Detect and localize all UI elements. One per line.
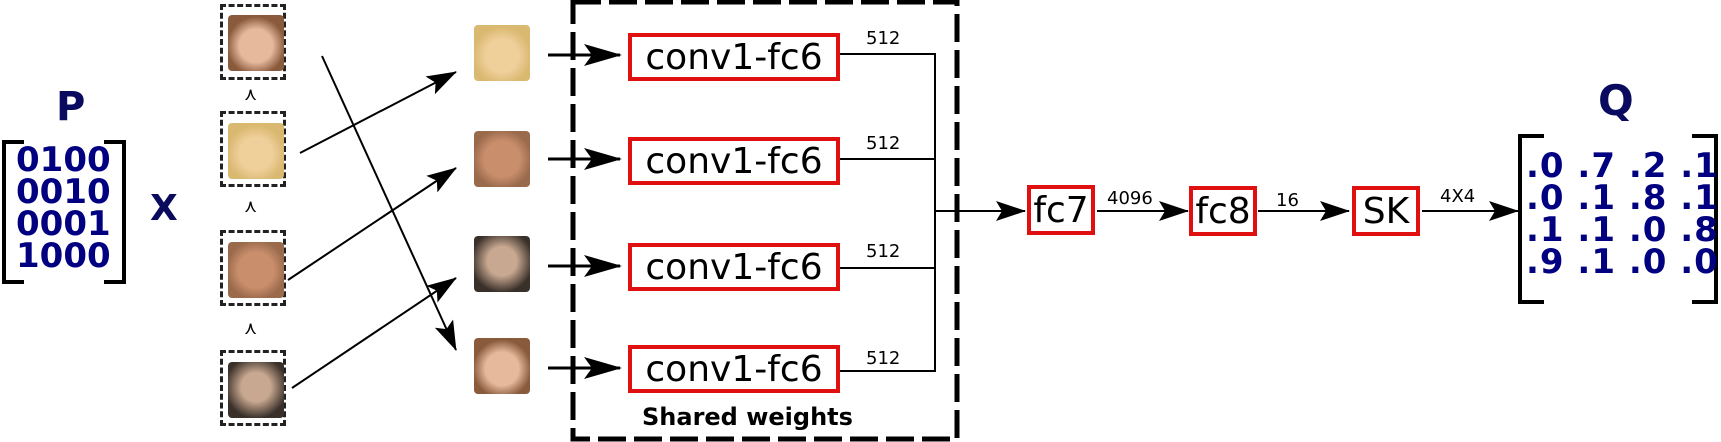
- order-symbol: ⋏: [244, 318, 258, 339]
- p-matrix-left-bracket: [2, 140, 24, 284]
- q-matrix-right-bracket: [1692, 134, 1718, 304]
- fc7-dim-label: 4096: [1107, 188, 1153, 209]
- p-matrix-values: 0100 0010 0001 1000: [16, 140, 111, 276]
- order-symbol: ⋏: [244, 196, 258, 217]
- shared-weights-frame: [570, 0, 960, 442]
- branch-dim-label: 512: [866, 28, 901, 49]
- conv1-fc6-box-3: conv1-fc6: [628, 243, 840, 291]
- input-frame-4: [220, 350, 286, 426]
- input-frame-1: [220, 4, 286, 80]
- p-matrix-row: 0100: [16, 140, 111, 180]
- face-image-d: [228, 362, 284, 418]
- permuted-face-d: [474, 236, 530, 292]
- fc8-box: fc8: [1189, 186, 1257, 236]
- p-matrix-right-bracket: [104, 140, 126, 284]
- sk-dim-label: 4X4: [1440, 186, 1476, 207]
- permutation-arrows: [287, 55, 457, 389]
- face-image-c: [228, 242, 284, 298]
- branch-output-bus: [840, 53, 1026, 372]
- q-matrix-values: .0 .7 .2 .1 .0 .1 .8 .1 .1 .1 .0 .8 .9 .…: [1526, 146, 1719, 282]
- input-frame-3: [220, 230, 286, 306]
- branch-dim-label: 512: [866, 241, 901, 262]
- q-matrix-row: .0 .7 .2 .1: [1526, 146, 1719, 186]
- branch-input-arrows: [548, 44, 622, 379]
- fc8-dim-label: 16: [1276, 190, 1299, 211]
- q-matrix-left-bracket: [1518, 134, 1544, 304]
- q-matrix-title: Q: [1598, 76, 1634, 125]
- input-frame-2: [220, 111, 286, 187]
- permuted-face-a: [474, 338, 530, 394]
- p-matrix-row: 0001: [16, 204, 111, 244]
- branch-dim-label: 512: [866, 133, 901, 154]
- p-matrix-row: 1000: [16, 236, 111, 276]
- q-matrix-row: .9 .1 .0 .0: [1526, 242, 1719, 282]
- fc7-box: fc7: [1027, 185, 1095, 235]
- permuted-face-c: [474, 131, 530, 187]
- p-matrix-title: P: [56, 84, 86, 130]
- permuted-face-b: [474, 25, 530, 81]
- face-image-b: [228, 123, 284, 179]
- q-matrix-row: .1 .1 .0 .8: [1526, 210, 1719, 250]
- order-symbol: ⋏: [244, 84, 258, 105]
- q-matrix-row: .0 .1 .8 .1: [1526, 178, 1719, 218]
- face-image-a: [228, 15, 284, 71]
- sk-box: SK: [1352, 186, 1420, 236]
- p-matrix-row: 0010: [16, 172, 111, 212]
- conv1-fc6-box-2: conv1-fc6: [628, 137, 840, 185]
- branch-dim-label: 512: [866, 348, 901, 369]
- conv1-fc6-box-4: conv1-fc6: [628, 345, 840, 393]
- shared-weights-label: Shared weights: [642, 403, 853, 431]
- multiply-operator: X: [150, 188, 178, 229]
- conv1-fc6-box-1: conv1-fc6: [628, 33, 840, 81]
